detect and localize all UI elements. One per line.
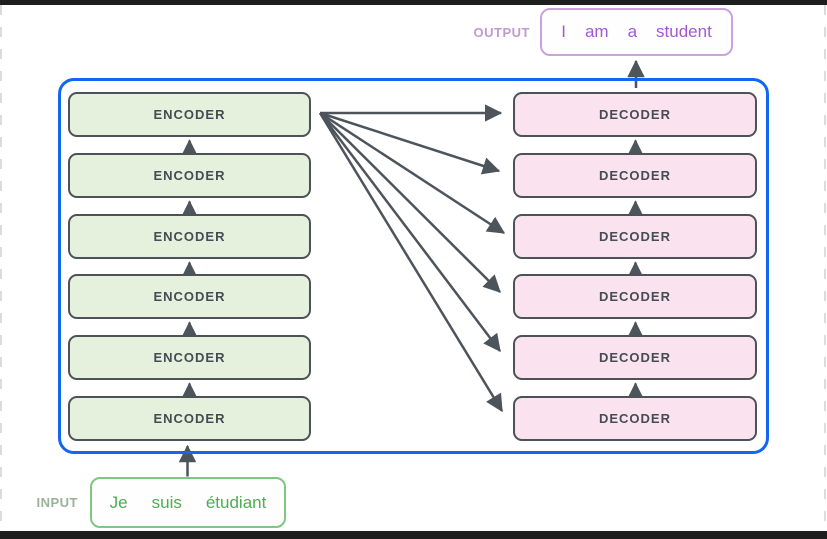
input-token: étudiant	[205, 492, 267, 512]
encoder-label: ENCODER	[153, 229, 226, 244]
output-token: I	[561, 22, 566, 41]
encoder-block: ENCODER	[68, 92, 311, 137]
canvas-right-page-edge	[824, 5, 826, 531]
encoder-label: ENCODER	[153, 411, 226, 426]
decoder-label: DECODER	[598, 411, 671, 426]
decoder-block: DECODER	[513, 214, 757, 259]
encoder-label: ENCODER	[153, 107, 226, 122]
decoder-block: DECODER	[513, 92, 757, 137]
encoder-block: ENCODER	[68, 396, 311, 441]
decoder-block: DECODER	[513, 153, 757, 198]
encoder-label: ENCODER	[153, 168, 226, 183]
input-token: Je	[109, 492, 128, 512]
encoder-block: ENCODER	[68, 153, 311, 198]
encoder-block: ENCODER	[68, 335, 311, 380]
output-token: am	[584, 22, 609, 41]
output-label: OUTPUT	[473, 25, 530, 40]
encoder-decoder-container	[58, 78, 769, 454]
input-label: INPUT	[36, 495, 78, 510]
encoder-block: ENCODER	[68, 214, 311, 259]
encoder-label: ENCODER	[153, 289, 226, 304]
decoder-block: DECODER	[513, 396, 757, 441]
encoder-block: ENCODER	[68, 274, 311, 319]
encoder-label: ENCODER	[153, 350, 226, 365]
decoder-label: DECODER	[598, 168, 671, 183]
decoder-label: DECODER	[598, 289, 671, 304]
output-sentence-box: I am a student	[540, 8, 733, 56]
output-token: a	[627, 22, 638, 41]
decoder-label: DECODER	[598, 229, 671, 244]
screenshot-top-border	[0, 0, 827, 5]
input-sentence-box: Je suis étudiant	[90, 477, 286, 528]
canvas-left-page-edge	[0, 5, 2, 531]
decoder-block: DECODER	[513, 335, 757, 380]
decoder-block: DECODER	[513, 274, 757, 319]
output-token: student	[656, 22, 712, 41]
screenshot-bottom-border	[0, 531, 827, 539]
decoder-label: DECODER	[598, 350, 671, 365]
input-token: suis	[151, 492, 182, 512]
decoder-label: DECODER	[598, 107, 671, 122]
